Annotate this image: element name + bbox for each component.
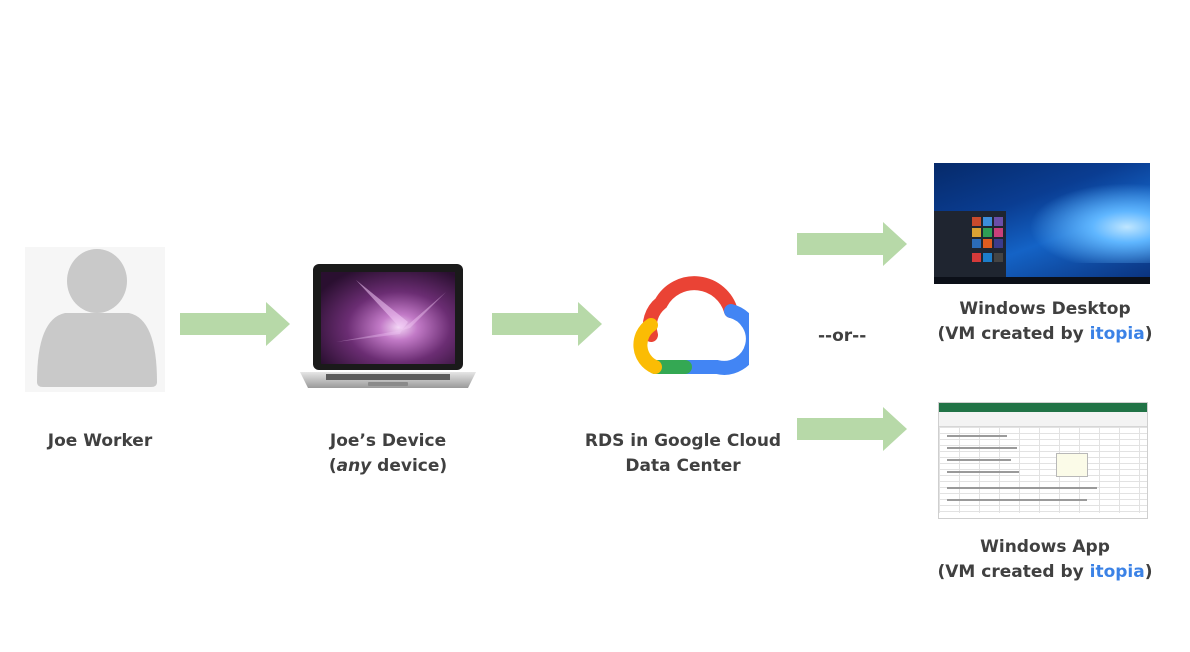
label-joe-worker-text: Joe Worker	[47, 431, 153, 451]
person-silhouette-icon	[25, 247, 165, 392]
flow-arrow-cloud-to-desktop	[797, 222, 907, 266]
label-windows-app: Windows App (VM created by itopia)	[925, 535, 1165, 585]
flow-arrow-device-to-cloud	[492, 302, 602, 346]
label-rds-line2: Data Center	[625, 456, 741, 476]
label-windows-app-line1: Windows App	[980, 537, 1110, 557]
laptop-icon	[300, 264, 476, 388]
flow-arrow-cloud-to-app	[797, 407, 907, 451]
label-windows-desktop-line1: Windows Desktop	[959, 299, 1131, 319]
google-cloud-logo-icon	[633, 276, 749, 375]
label-rds-google-cloud: RDS in Google Cloud Data Center	[568, 429, 798, 479]
label-windows-desktop-line2: (VM created by itopia)	[937, 324, 1153, 344]
label-windows-desktop: Windows Desktop (VM created by itopia)	[925, 297, 1165, 347]
itopia-brand-text: itopia	[1089, 324, 1145, 344]
flow-arrow-worker-to-device	[180, 302, 290, 346]
label-joes-device: Joe’s Device (any device)	[298, 429, 478, 479]
label-joes-device-line2: (any device)	[328, 456, 448, 476]
or-separator: --or--	[818, 326, 867, 346]
excel-spreadsheet-screenshot	[938, 402, 1148, 519]
label-rds-line1: RDS in Google Cloud	[584, 431, 782, 451]
itopia-brand-text: itopia	[1089, 562, 1145, 582]
label-joes-device-line1: Joe’s Device	[329, 431, 447, 451]
label-joe-worker: Joe Worker	[20, 429, 180, 454]
label-windows-app-line2: (VM created by itopia)	[937, 562, 1153, 582]
windows-desktop-screenshot	[934, 163, 1150, 284]
